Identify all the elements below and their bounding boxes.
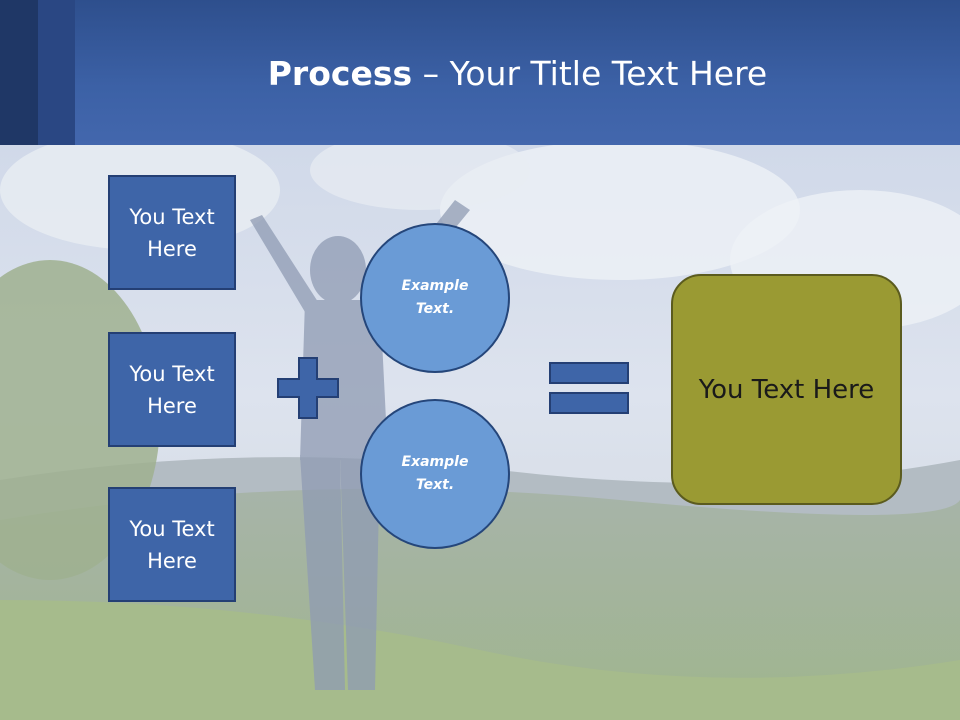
result-box: You Text Here [671, 274, 902, 505]
plus-icon [277, 357, 339, 419]
result-label: You Text Here [698, 374, 875, 405]
header-stripe [38, 0, 75, 145]
input-box-label: You Text Here [129, 361, 215, 418]
equals-icon [549, 362, 629, 414]
circle-label: Example Text. [401, 278, 469, 317]
input-box: You Text Here [108, 175, 236, 290]
header-stripe [0, 0, 38, 145]
header-band: Process – Your Title Text Here [0, 0, 960, 145]
input-box: You Text Here [108, 332, 236, 447]
circle-label: Example Text. [401, 454, 469, 493]
title-bold: Process [267, 54, 413, 93]
example-circle: Example Text. [360, 399, 510, 549]
input-box-label: You Text Here [129, 516, 215, 573]
page-title: Process – Your Title Text Here [75, 52, 960, 96]
input-box: You Text Here [108, 487, 236, 602]
title-rest: – Your Title Text Here [412, 54, 768, 93]
input-box-label: You Text Here [129, 204, 215, 261]
example-circle: Example Text. [360, 223, 510, 373]
